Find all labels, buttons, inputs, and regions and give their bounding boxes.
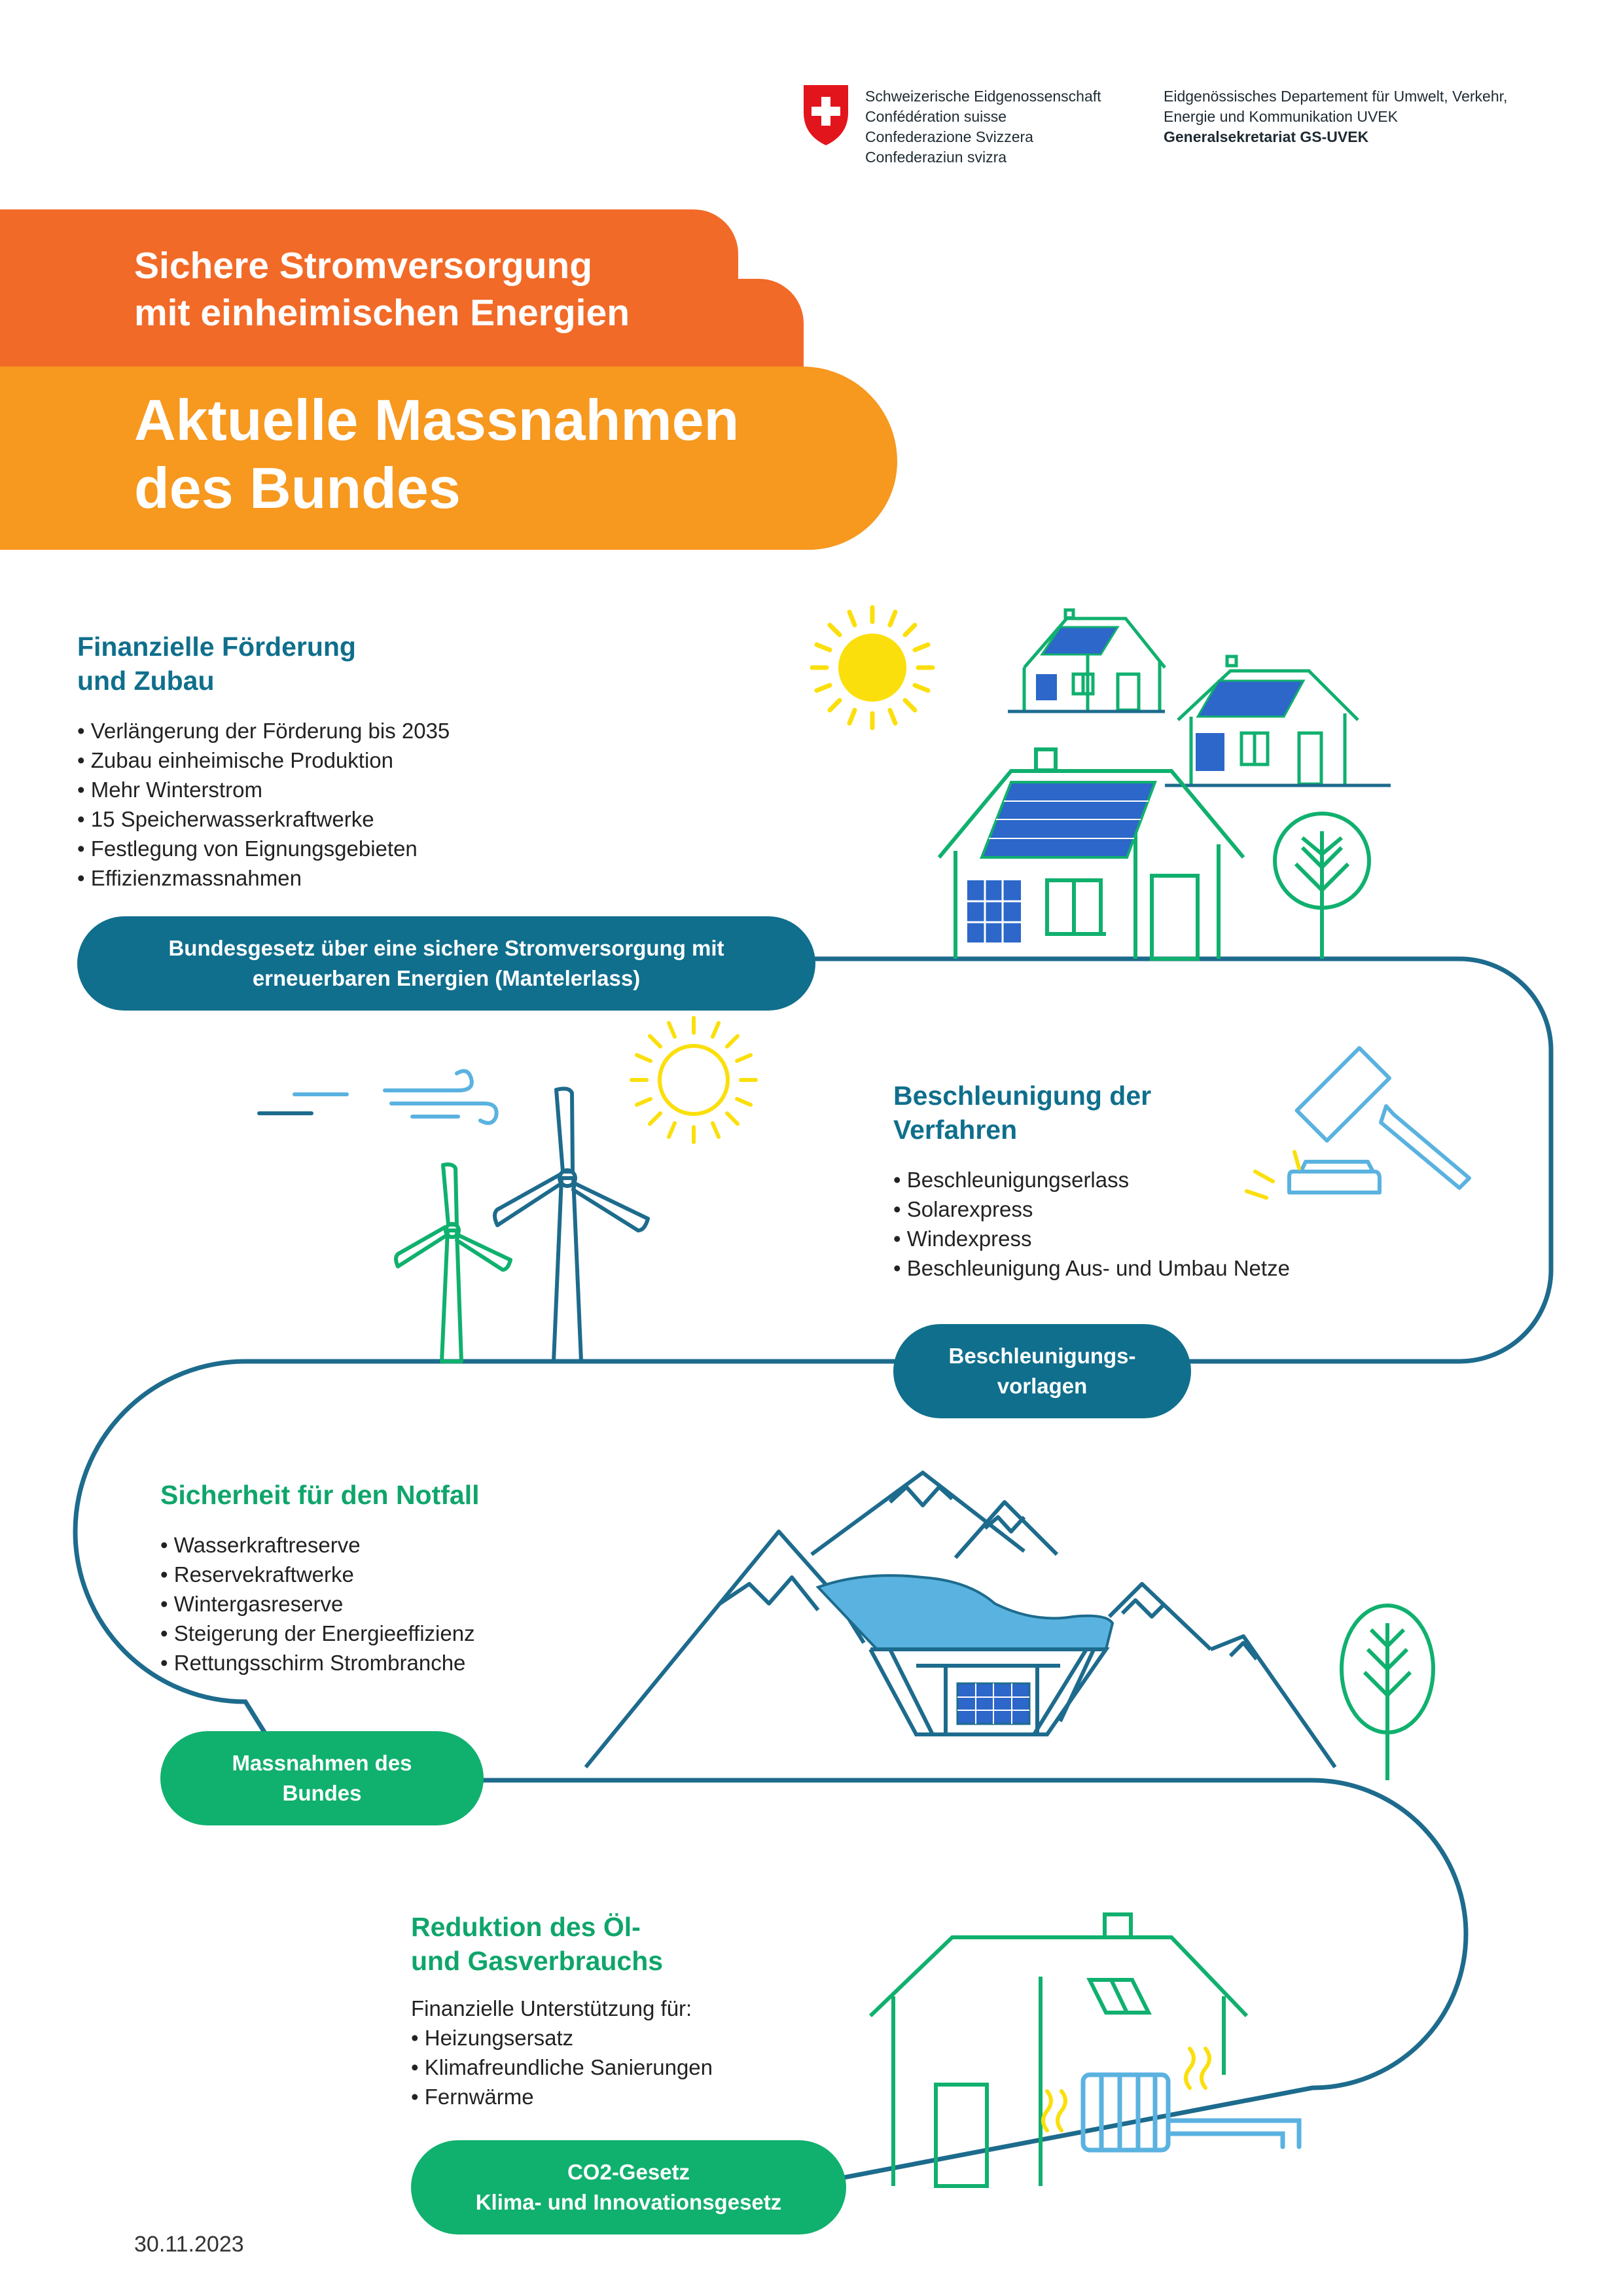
wind-turbine-icon-2 <box>394 1162 512 1363</box>
department-line-2: Energie und Kommunikation UVEK <box>1164 108 1398 125</box>
list-item: Klimafreundliche Sanierungen <box>411 2053 713 2082</box>
lake-icon <box>815 1574 1115 1651</box>
pill-co2-law: CO2-Gesetz Klima- und Innovationsgesetz <box>411 2140 846 2234</box>
house-icon <box>937 747 1245 961</box>
tree-icon <box>1273 812 1371 959</box>
bullet-list: Wasserkraftreserve Reservekraftwerke Win… <box>160 1530 480 1677</box>
pill-line-2: vorlagen <box>997 1374 1088 1398</box>
list-item: Rettungsschirm Strombranche <box>160 1648 480 1677</box>
section-title-line-1: Reduktion des Öl- <box>411 1912 641 1942</box>
section-acceleration: Beschleunigung der Verfahren Beschleunig… <box>893 1079 1290 1283</box>
pill-line-1: Massnahmen des <box>232 1751 412 1775</box>
list-item: 15 Speicherwasserkraftwerke <box>77 804 450 834</box>
section-oil-gas-reduction: Reduktion des Öl- und Gasverbrauchs Fina… <box>411 1910 713 2111</box>
federation-line-fr: Confédération suisse <box>865 108 1007 125</box>
bullet-list: Beschleunigungserlass Solarexpress Winde… <box>893 1165 1290 1283</box>
list-item: Steigerung der Energieeffizienz <box>160 1619 480 1648</box>
publication-date: 30.11.2023 <box>134 2232 244 2257</box>
list-item: Mehr Winterstrom <box>77 775 450 804</box>
solar-panel-icon-2 <box>1196 679 1306 718</box>
solar-panel-icon <box>1040 626 1120 656</box>
list-item: Beschleunigungserlass <box>893 1165 1290 1194</box>
list-item: Effizienzmassnahmen <box>77 863 450 893</box>
pill-line-2: erneuerbaren Energien (Mantelerlass) <box>252 966 641 990</box>
list-item: Windexpress <box>893 1224 1290 1253</box>
bullet-list: Verlängerung der Förderung bis 2035 Zuba… <box>77 716 450 893</box>
section-title-line-1: Sicherheit für den Notfall <box>160 1480 480 1510</box>
heat-wave-icon <box>1041 2047 1211 2132</box>
house-icon-2 <box>868 1912 1249 2188</box>
section-title-line-2: und Zubau <box>77 666 215 696</box>
pill-acceleration-bills: Beschleunigungs- vorlagen <box>893 1324 1191 1418</box>
section-title-line-2: und Gasverbrauchs <box>411 1946 664 1976</box>
road-path <box>73 956 1554 2192</box>
page-title-line-2: des Bundes <box>134 456 461 520</box>
section-title-line-1: Beschleunigung der <box>893 1081 1152 1111</box>
section-financial-support: Finanzielle Förderung und Zubau Verlänge… <box>77 630 450 893</box>
list-item: Verlängerung der Förderung bis 2035 <box>77 716 450 745</box>
federation-name: Schweizerische Eidgenossenschaft Confédé… <box>865 86 1101 168</box>
list-item: Solarexpress <box>893 1194 1290 1224</box>
list-item: Zubau einheimische Produktion <box>77 745 450 775</box>
window-grid <box>967 880 1021 942</box>
wind-icon <box>257 1069 499 1125</box>
pill-line-1: Bundesgesetz über eine sichere Stromvers… <box>168 936 724 960</box>
list-item: Wintergasreserve <box>160 1589 480 1619</box>
section-intro: Finanzielle Unterstützung für: <box>411 1996 692 2020</box>
federation-line-rm: Confederaziun svizra <box>865 149 1007 166</box>
pill-mantelerlass: Bundesgesetz über eine sichere Stromvers… <box>77 916 815 1011</box>
tree-icon-2 <box>1340 1604 1435 1780</box>
department-name: Eidgenössisches Departement für Umwelt, … <box>1164 86 1507 147</box>
section-emergency-security: Sicherheit für den Notfall Wasserkraftre… <box>160 1478 480 1677</box>
window-icon <box>1036 674 1057 700</box>
section-title-line-2: Verfahren <box>893 1115 1018 1145</box>
solar-grid-lines <box>989 800 1149 839</box>
banner-orange-dark <box>0 209 804 367</box>
section-title-line-1: Finanzielle Förderung <box>77 632 356 662</box>
list-item: Heizungsersatz <box>411 2023 713 2053</box>
banner-subtitle-line-2: mit einheimischen Energien <box>134 292 630 334</box>
gavel-icon <box>1287 1046 1471 1194</box>
department-secretariat: Generalsekretariat GS-UVEK <box>1164 128 1369 145</box>
banner-subtitle: Sichere Stromversorgung mit einheimische… <box>134 242 630 336</box>
swiss-coat-of-arms-icon <box>804 85 848 145</box>
solar-grid-lines-2 <box>957 1683 1029 1724</box>
banner-subtitle-line-1: Sichere Stromversorgung <box>134 245 593 287</box>
list-item: Wasserkraftreserve <box>160 1530 480 1560</box>
list-item: Festlegung von Eignungsgebieten <box>77 834 450 863</box>
list-item: Fernwärme <box>411 2082 713 2111</box>
radiator-icon <box>1080 2072 1302 2153</box>
page-title-line-1: Aktuelle Massnahmen <box>134 387 740 452</box>
window-icon-2 <box>1196 733 1224 771</box>
sun-icon <box>810 605 935 730</box>
dam-icon <box>868 1647 1110 1736</box>
department-line-1: Eidgenössisches Departement für Umwelt, … <box>1164 88 1508 105</box>
window-icon-3 <box>967 880 1021 942</box>
federation-line-de: Schweizerische Eidgenossenschaft <box>865 88 1101 105</box>
page-title: Aktuelle Massnahmen des Bundes <box>134 386 739 522</box>
federation-line-it: Confederazione Svizzera <box>865 128 1033 145</box>
sun-icon-2 <box>630 1016 758 1144</box>
pill-line-1: Beschleunigungs- <box>948 1344 1136 1368</box>
pill-line-2: Bundes <box>282 1781 362 1805</box>
bullet-list: Heizungsersatz Klimafreundliche Sanierun… <box>411 2023 713 2111</box>
pill-line-2: Klima- und Innovationsgesetz <box>475 2190 782 2214</box>
list-item: Reservekraftwerke <box>160 1560 480 1589</box>
pill-line-1: CO2-Gesetz <box>567 2160 690 2184</box>
banner-orange-light <box>0 367 897 550</box>
wind-turbine-icon <box>493 1086 650 1363</box>
pill-federal-measures: Massnahmen des Bundes <box>160 1731 484 1825</box>
list-item: Beschleunigung Aus- und Umbau Netze <box>893 1253 1290 1283</box>
